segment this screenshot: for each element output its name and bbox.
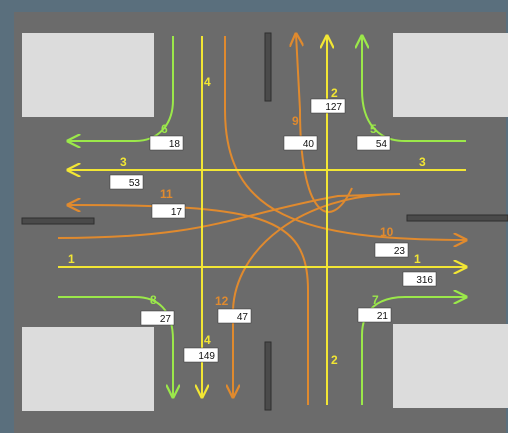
volume-12-value: 47 <box>237 312 249 323</box>
volume-box-11: 17 <box>151 203 186 219</box>
volume-2-value: 127 <box>325 102 342 113</box>
volume-box-7: 21 <box>357 307 392 323</box>
volume-box-9: 40 <box>283 135 318 151</box>
movement-3-label-east: 3 <box>419 155 426 169</box>
volume-8-value: 27 <box>160 314 172 325</box>
median-north <box>264 32 272 102</box>
movement-1-label-east: 1 <box>414 252 421 266</box>
movement-3-label: 3 <box>120 155 127 169</box>
movement-6-label: 6 <box>161 122 168 136</box>
volume-4-value: 149 <box>198 351 215 362</box>
volume-box-8: 27 <box>140 310 175 326</box>
movement-4-label-south: 4 <box>204 333 211 347</box>
movement-11-label: 11 <box>160 187 173 201</box>
volume-box-2: 127 <box>310 98 346 114</box>
volume-5-value: 54 <box>376 139 388 150</box>
corner-block-nw <box>22 33 154 117</box>
movement-2-label-south: 2 <box>331 353 338 367</box>
volume-box-12: 47 <box>217 308 252 324</box>
volume-9-value: 40 <box>303 139 315 150</box>
movement-9-path <box>296 34 353 213</box>
movement-12-label: 12 <box>215 294 229 308</box>
movement-5-label: 5 <box>370 122 377 136</box>
movement-9-label: 9 <box>292 114 299 128</box>
corner-block-ne <box>393 33 508 117</box>
volume-3-value: 53 <box>129 178 141 189</box>
volume-11-value: 17 <box>171 207 183 218</box>
volume-box-10: 23 <box>374 242 409 258</box>
volume-1-value: 316 <box>416 275 433 286</box>
volume-box-6: 18 <box>149 135 184 151</box>
movement-2-label: 2 <box>331 86 338 100</box>
volume-box-5: 54 <box>356 135 391 151</box>
movement-6-path <box>68 36 174 141</box>
median-south <box>264 341 272 411</box>
movement-4-label: 4 <box>204 75 211 89</box>
volume-box-1: 316 <box>402 271 437 287</box>
movement-12-path <box>57 193 401 397</box>
movement-7-label: 7 <box>372 293 379 307</box>
volume-6-value: 18 <box>169 139 181 150</box>
movement-10-label: 10 <box>380 225 394 239</box>
movement-11-path <box>68 205 309 405</box>
volume-box-3: 53 <box>109 174 144 190</box>
movement-8-label: 8 <box>150 293 157 307</box>
corner-block-sw <box>22 327 154 411</box>
volume-10-value: 23 <box>394 246 406 257</box>
movement-7-path <box>361 297 466 405</box>
movement-1-label: 1 <box>68 252 75 266</box>
movement-5-path <box>362 36 466 142</box>
volume-box-4: 149 <box>183 347 219 363</box>
corner-block-se <box>393 324 508 408</box>
median-east <box>406 214 508 222</box>
movement-10-path <box>224 36 466 240</box>
median-west <box>21 217 95 225</box>
volume-7-value: 21 <box>377 311 389 322</box>
movement-8-path <box>58 296 173 397</box>
